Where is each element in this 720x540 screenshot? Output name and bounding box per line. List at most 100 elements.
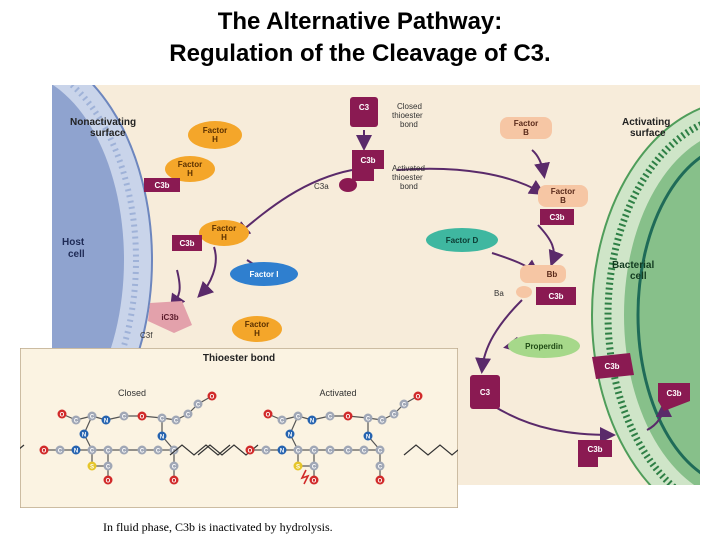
atom-o bbox=[57, 409, 67, 419]
atom-label: O bbox=[172, 479, 177, 485]
c3b-left-1: C3b bbox=[144, 178, 180, 192]
atom-c bbox=[137, 445, 147, 455]
atom-n bbox=[277, 445, 287, 455]
atom-c bbox=[153, 445, 163, 455]
factor-b-2: Factor B bbox=[538, 185, 588, 207]
atom-c bbox=[277, 415, 287, 425]
atom-c bbox=[325, 411, 335, 421]
atom-label: C bbox=[312, 465, 317, 471]
svg-text:C3a: C3a bbox=[314, 182, 329, 191]
atom-label: C bbox=[366, 417, 371, 423]
c3b-left-2: C3b bbox=[172, 235, 202, 251]
svg-text:C3b: C3b bbox=[549, 213, 564, 222]
atom-label: C bbox=[106, 465, 111, 471]
factor-d: Factor D bbox=[426, 228, 498, 252]
atom-c bbox=[375, 445, 385, 455]
atom-label: C bbox=[58, 449, 63, 455]
bacterial-cell-label: Bacterial cell bbox=[612, 260, 657, 282]
ic3b: iC3b bbox=[148, 301, 192, 333]
atom-label: O bbox=[140, 415, 145, 421]
atom-label: O bbox=[312, 479, 317, 485]
svg-text:H: H bbox=[187, 169, 193, 178]
atom-label: O bbox=[248, 449, 253, 455]
atom-s bbox=[87, 461, 97, 471]
atom-label: C bbox=[328, 449, 333, 455]
atom-o bbox=[137, 411, 147, 421]
svg-text:C3: C3 bbox=[359, 103, 370, 112]
title-line-1: The Alternative Pathway: bbox=[217, 8, 503, 35]
atom-c bbox=[55, 445, 65, 455]
c3f: C3f bbox=[140, 331, 153, 340]
atom-label: C bbox=[312, 449, 317, 455]
atom-c bbox=[103, 461, 113, 471]
atom-label: N bbox=[288, 433, 292, 439]
atom-c bbox=[377, 415, 387, 425]
atom-label: O bbox=[346, 415, 351, 421]
svg-text:Properdin: Properdin bbox=[525, 342, 563, 351]
atom-label: C bbox=[160, 417, 165, 423]
closed-bond-label: Closed thioester bond bbox=[392, 102, 425, 129]
svg-text:Factor: Factor bbox=[178, 160, 202, 169]
atom-label: C bbox=[172, 465, 177, 471]
atom-c bbox=[325, 445, 335, 455]
c3b-right-3: C3b bbox=[592, 353, 634, 379]
c3b-right-4: C3b bbox=[658, 383, 690, 411]
atom-label: O bbox=[60, 413, 65, 419]
c3-bottom: C3 bbox=[470, 375, 500, 409]
factor-i: Factor I bbox=[230, 262, 298, 286]
host-cell-label: Host cell bbox=[62, 237, 87, 260]
activated-label: Activated bbox=[319, 388, 356, 398]
svg-text:iC3b: iC3b bbox=[161, 313, 178, 322]
atom-c bbox=[343, 445, 353, 455]
atom-c bbox=[293, 411, 303, 421]
svg-text:H: H bbox=[221, 233, 227, 242]
svg-text:C3b: C3b bbox=[360, 156, 375, 165]
atom-c bbox=[293, 445, 303, 455]
left-surface-label: Nonactivating surface bbox=[70, 117, 139, 139]
atom-o bbox=[207, 391, 217, 401]
atom-c bbox=[399, 399, 409, 409]
atom-c bbox=[359, 445, 369, 455]
atom-label: C bbox=[122, 449, 127, 455]
factor-h-4: Factor H bbox=[232, 316, 282, 342]
atom-label: C bbox=[296, 415, 301, 421]
svg-text:Factor: Factor bbox=[514, 119, 538, 128]
svg-text:C3b: C3b bbox=[666, 389, 681, 398]
atom-c bbox=[157, 413, 167, 423]
atom-c bbox=[193, 399, 203, 409]
atom-n bbox=[285, 429, 295, 439]
atom-c bbox=[363, 413, 373, 423]
hydrocarbon-chain bbox=[169, 444, 231, 456]
inset-title: Thioester bond bbox=[203, 353, 275, 364]
factor-h-3: Factor H bbox=[199, 220, 249, 246]
bb: Bb bbox=[520, 265, 566, 283]
factor-b-1: Factor B bbox=[500, 117, 552, 139]
title-line-2: Regulation of the Cleavage of C3. bbox=[169, 40, 551, 67]
c3b-bottom: C3b bbox=[578, 440, 612, 467]
atom-label: C bbox=[186, 413, 191, 419]
svg-text:Factor: Factor bbox=[212, 224, 236, 233]
svg-text:Bb: Bb bbox=[547, 270, 558, 279]
atom-label: C bbox=[378, 465, 383, 471]
atom-label: C bbox=[74, 419, 79, 425]
svg-text:C3b: C3b bbox=[179, 239, 194, 248]
closed-label: Closed bbox=[118, 388, 146, 398]
svg-text:C3b: C3b bbox=[154, 181, 169, 190]
svg-text:C3b: C3b bbox=[548, 292, 563, 301]
atom-label: C bbox=[392, 413, 397, 419]
atom-label: O bbox=[266, 413, 271, 419]
atom-n bbox=[71, 445, 81, 455]
atom-label: C bbox=[280, 419, 285, 425]
svg-text:C3b: C3b bbox=[604, 362, 619, 371]
atom-o bbox=[309, 475, 319, 485]
atom-label: O bbox=[106, 479, 111, 485]
atom-c bbox=[71, 415, 81, 425]
atom-o bbox=[343, 411, 353, 421]
atom-label: C bbox=[380, 419, 385, 425]
svg-text:C3: C3 bbox=[480, 388, 491, 397]
atom-label: C bbox=[140, 449, 145, 455]
atom-label: C bbox=[328, 415, 333, 421]
atom-c bbox=[261, 445, 271, 455]
